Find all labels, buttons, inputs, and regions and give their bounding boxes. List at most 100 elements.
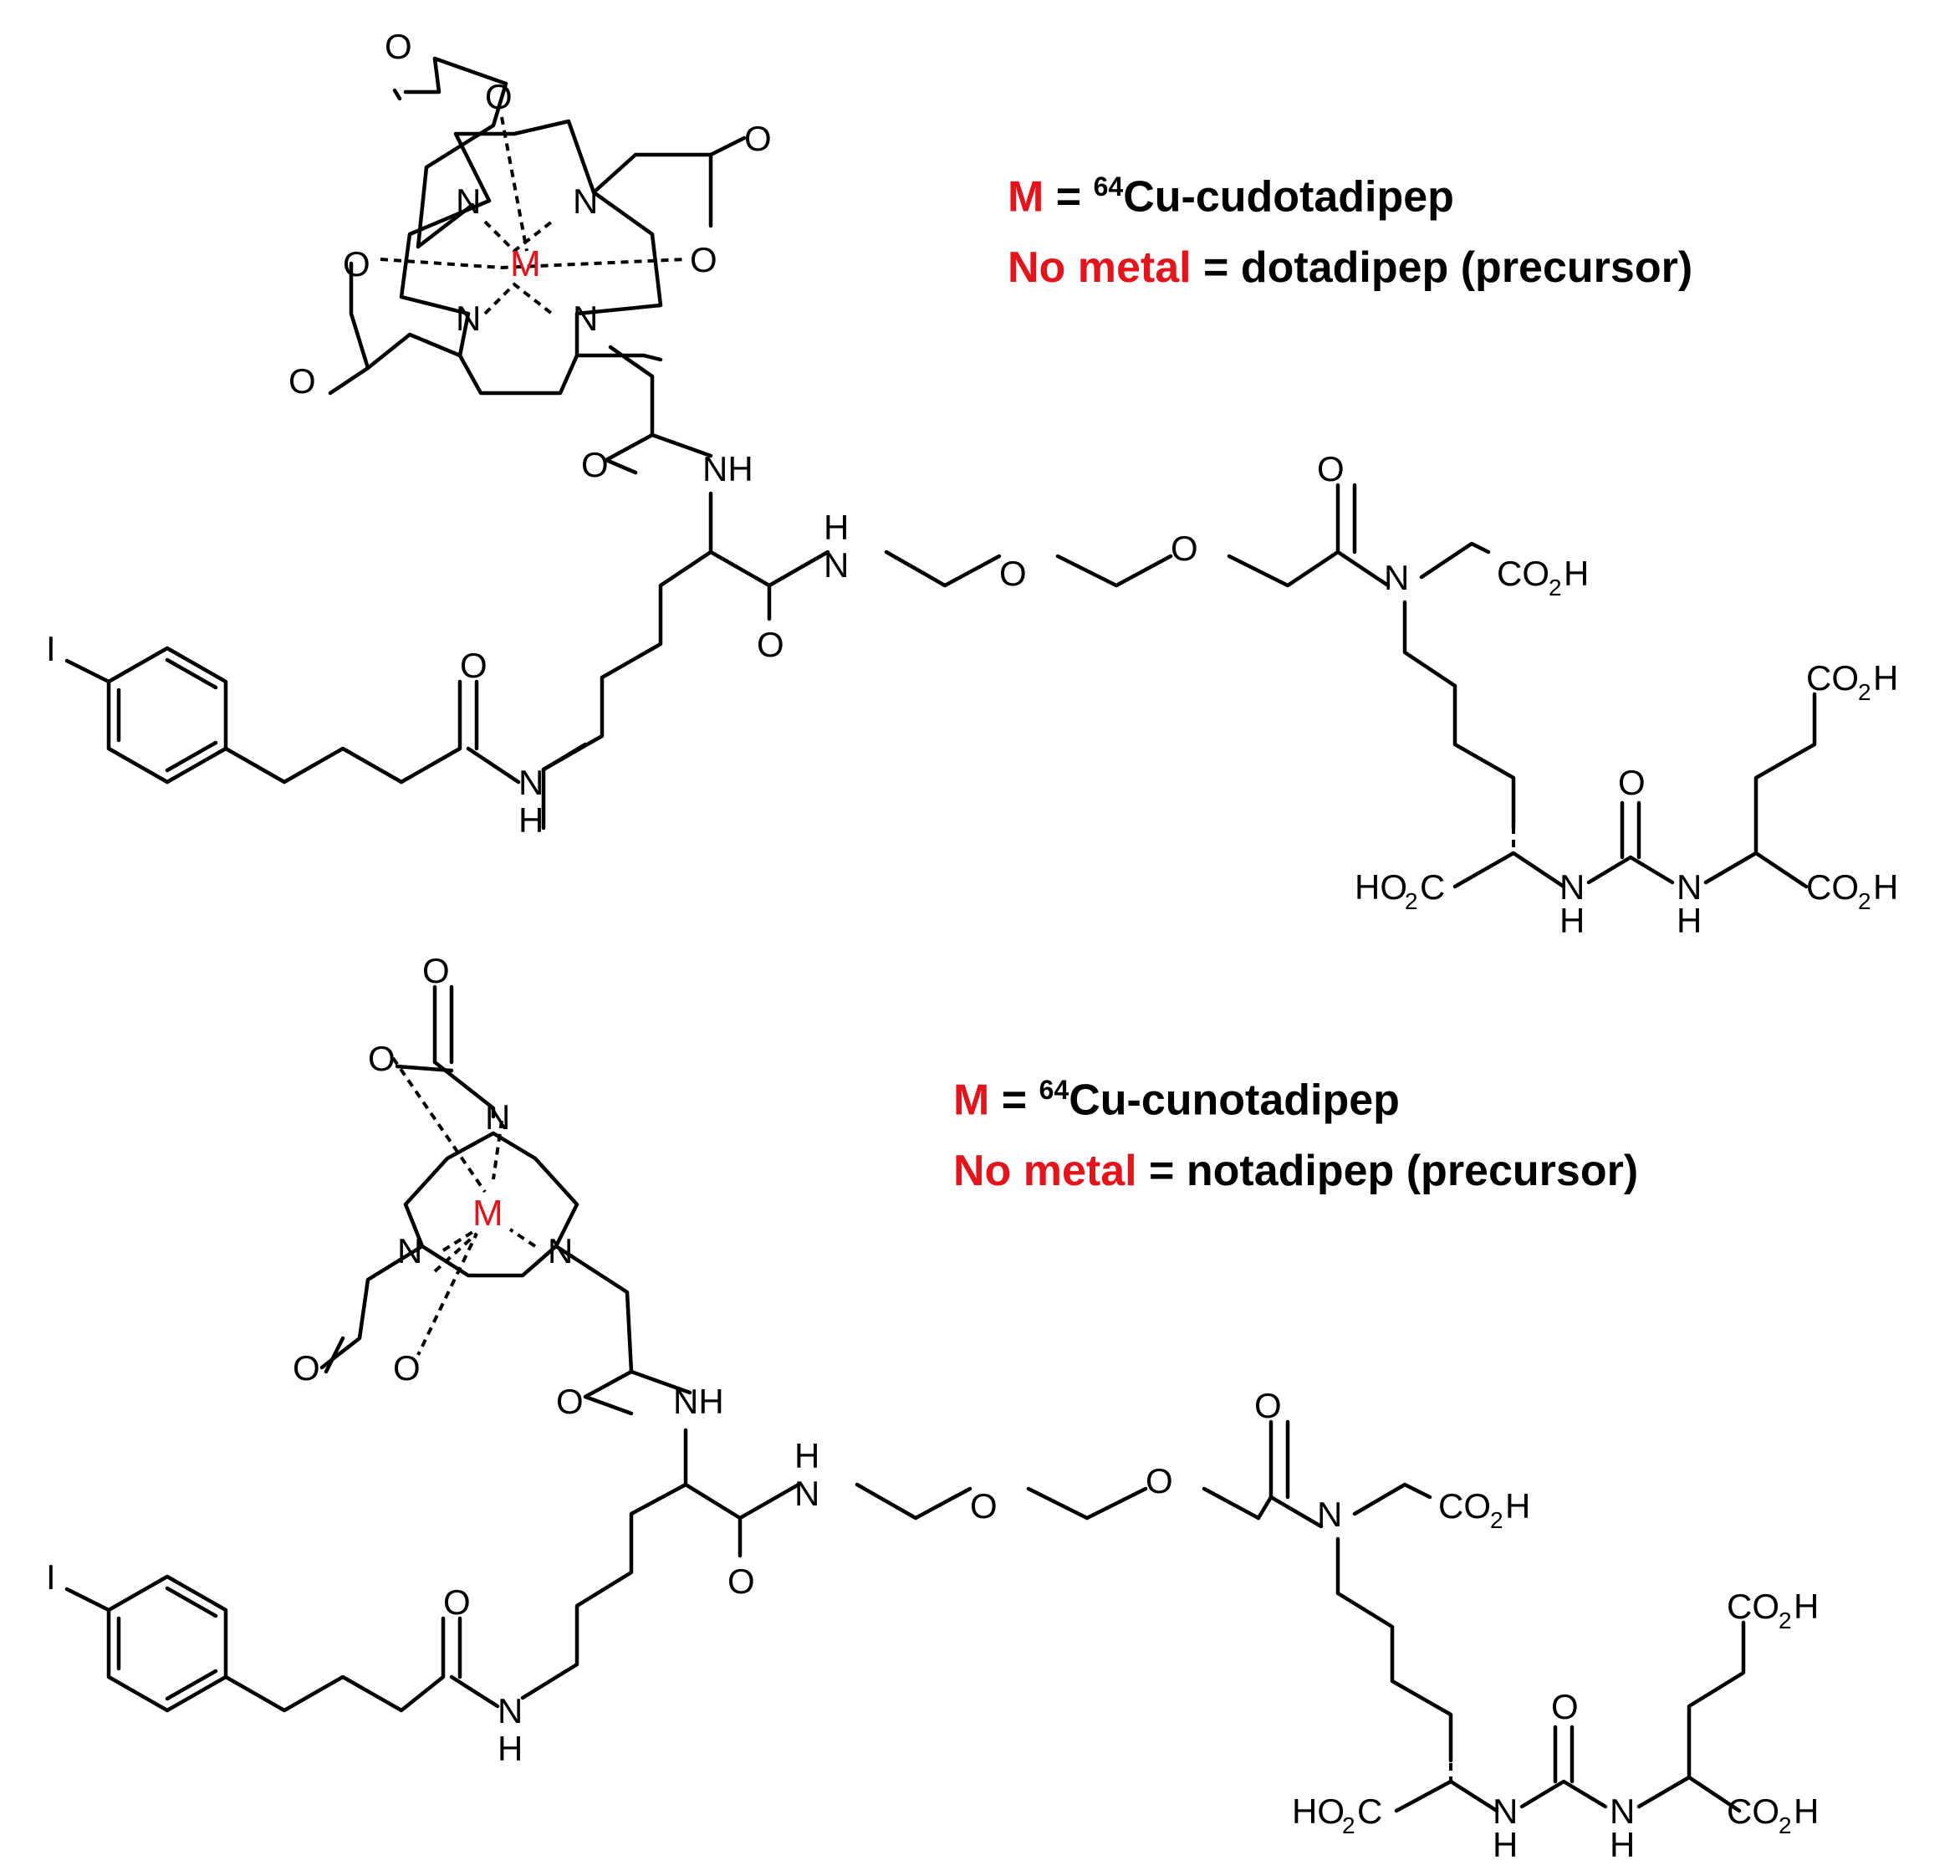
atom-h: H — [1564, 554, 1589, 593]
precursor-name: dotadipep (precursor) — [1240, 243, 1693, 292]
atom-o: O — [690, 240, 717, 279]
atom-o: O — [970, 1486, 998, 1526]
atom-sub2: 2 — [1549, 575, 1562, 601]
atom-co: CO — [1806, 658, 1859, 698]
atom-o: O — [1146, 1461, 1173, 1500]
atom-h: H — [1559, 901, 1585, 940]
atom-n: N — [1559, 867, 1585, 907]
legend-top-line-1: M = 64Cu-cudotadipep — [1008, 171, 1454, 222]
atom-o: O — [422, 951, 450, 990]
atom-o: O — [1254, 1386, 1282, 1425]
atom-n: N — [518, 763, 544, 802]
atom-o: O — [744, 119, 772, 158]
atom-o: O — [1317, 449, 1345, 488]
atom-co: CO — [1727, 1587, 1779, 1626]
atom-c: C — [1420, 867, 1445, 907]
nota-structure: O O N M N N O O O NH O H N O O O N CO 2 … — [46, 951, 1819, 1864]
atom-h: H — [794, 1436, 819, 1475]
atom-h: H — [1493, 1825, 1518, 1864]
atom-o: O — [999, 554, 1027, 593]
atom-sub2: 2 — [1858, 888, 1871, 914]
atom-o: O — [343, 244, 370, 284]
atom-o: O — [1551, 1687, 1579, 1726]
atom-n: N — [498, 1691, 523, 1730]
atom-c: C — [1357, 1792, 1382, 1831]
atom-nh: NH — [702, 449, 753, 488]
atom-o: O — [293, 1348, 320, 1388]
atom-co: CO — [1806, 867, 1859, 907]
atom-co: CO — [1438, 1486, 1491, 1526]
atom-n: N — [548, 1231, 573, 1270]
legend-key-no-metal: No metal — [953, 1147, 1137, 1195]
isotope-superscript: 64 — [1039, 1075, 1069, 1105]
atom-n: N — [1317, 1495, 1342, 1534]
atom-n: N — [1610, 1792, 1635, 1831]
atom-sub2: 2 — [1490, 1507, 1503, 1533]
legend-equals: = — [1044, 172, 1094, 222]
atom-h: H — [498, 1729, 523, 1768]
legend-key-m: M — [953, 1076, 990, 1125]
carboxylic-acid: CO 2 H — [1806, 658, 1898, 705]
atom-o: O — [1618, 763, 1646, 802]
atom-sub2: 2 — [1342, 1812, 1355, 1838]
atom-h: H — [824, 508, 849, 547]
atom-h: H — [1794, 1587, 1819, 1626]
atom-n: N — [1493, 1792, 1518, 1831]
atom-o: O — [581, 445, 609, 484]
carboxylic-acid: CO 2 H — [1727, 1587, 1819, 1633]
carboxylic-acid: CO 2 H — [1438, 1486, 1530, 1533]
atom-h: H — [1873, 867, 1898, 907]
atom-h: H — [518, 800, 544, 840]
metal-center: M — [510, 243, 541, 284]
atom-h: H — [1873, 658, 1898, 698]
atom-o: O — [556, 1382, 584, 1421]
legend-equals: = — [1136, 1147, 1187, 1195]
atom-n: N — [1677, 867, 1702, 907]
atom-co: CO — [1497, 554, 1549, 593]
atom-h: H — [1505, 1486, 1530, 1526]
legend-top-line-2: No metal = dotadipep (precursor) — [1008, 243, 1692, 293]
atom-n: N — [1384, 558, 1409, 597]
atom-o: O — [460, 646, 487, 685]
atom-ho: HO — [1355, 867, 1407, 907]
legend-key-no-metal: No metal — [1008, 243, 1192, 292]
atom-n: N — [824, 545, 849, 585]
legend-bottom-line-1: M = 64Cu-cunotadipep — [953, 1075, 1400, 1125]
atom-h: H — [1610, 1825, 1635, 1864]
atom-o: O — [393, 1348, 421, 1388]
atom-sub2: 2 — [1779, 1608, 1792, 1633]
carboxylic-acid: CO 2 H — [1806, 867, 1898, 914]
atom-n: N — [456, 181, 481, 221]
atom-h: H — [1677, 901, 1702, 940]
atom-co: CO — [1727, 1792, 1779, 1831]
atom-o: O — [727, 1562, 755, 1601]
atom-sub2: 2 — [1858, 679, 1871, 705]
atom-sub2: 2 — [1779, 1812, 1792, 1838]
compound-name: Cu-cudotadipep — [1123, 172, 1454, 222]
legend-key-m: M — [1008, 172, 1044, 222]
atom-o: O — [385, 27, 412, 66]
atom-n: N — [573, 299, 598, 338]
atom-h: H — [1794, 1792, 1819, 1831]
legend-equals: = — [1191, 243, 1241, 292]
atom-n: N — [456, 299, 481, 338]
atom-o: O — [443, 1582, 471, 1622]
atom-o: O — [1171, 529, 1198, 568]
atom-nh: NH — [673, 1382, 724, 1421]
atom-sub2: 2 — [1405, 888, 1418, 914]
atom-o: O — [288, 361, 316, 401]
atom-n: N — [573, 181, 598, 221]
atom-o: O — [485, 77, 513, 116]
atom-o: O — [368, 1039, 396, 1078]
atom-iodine: I — [46, 629, 56, 668]
dota-structure: O O O N N O M O N N O O NH O H N O O O N… — [46, 27, 1898, 940]
legend-equals: = — [989, 1076, 1039, 1125]
legend-bottom-line-2: No metal = notadipep (precursor) — [953, 1146, 1638, 1196]
atom-o: O — [757, 625, 784, 664]
carboxylic-acid: CO 2 H — [1497, 554, 1589, 601]
atom-n: N — [397, 1231, 422, 1270]
metal-center: M — [472, 1193, 503, 1234]
atom-ho: HO — [1292, 1792, 1345, 1831]
atom-iodine: I — [46, 1557, 56, 1597]
